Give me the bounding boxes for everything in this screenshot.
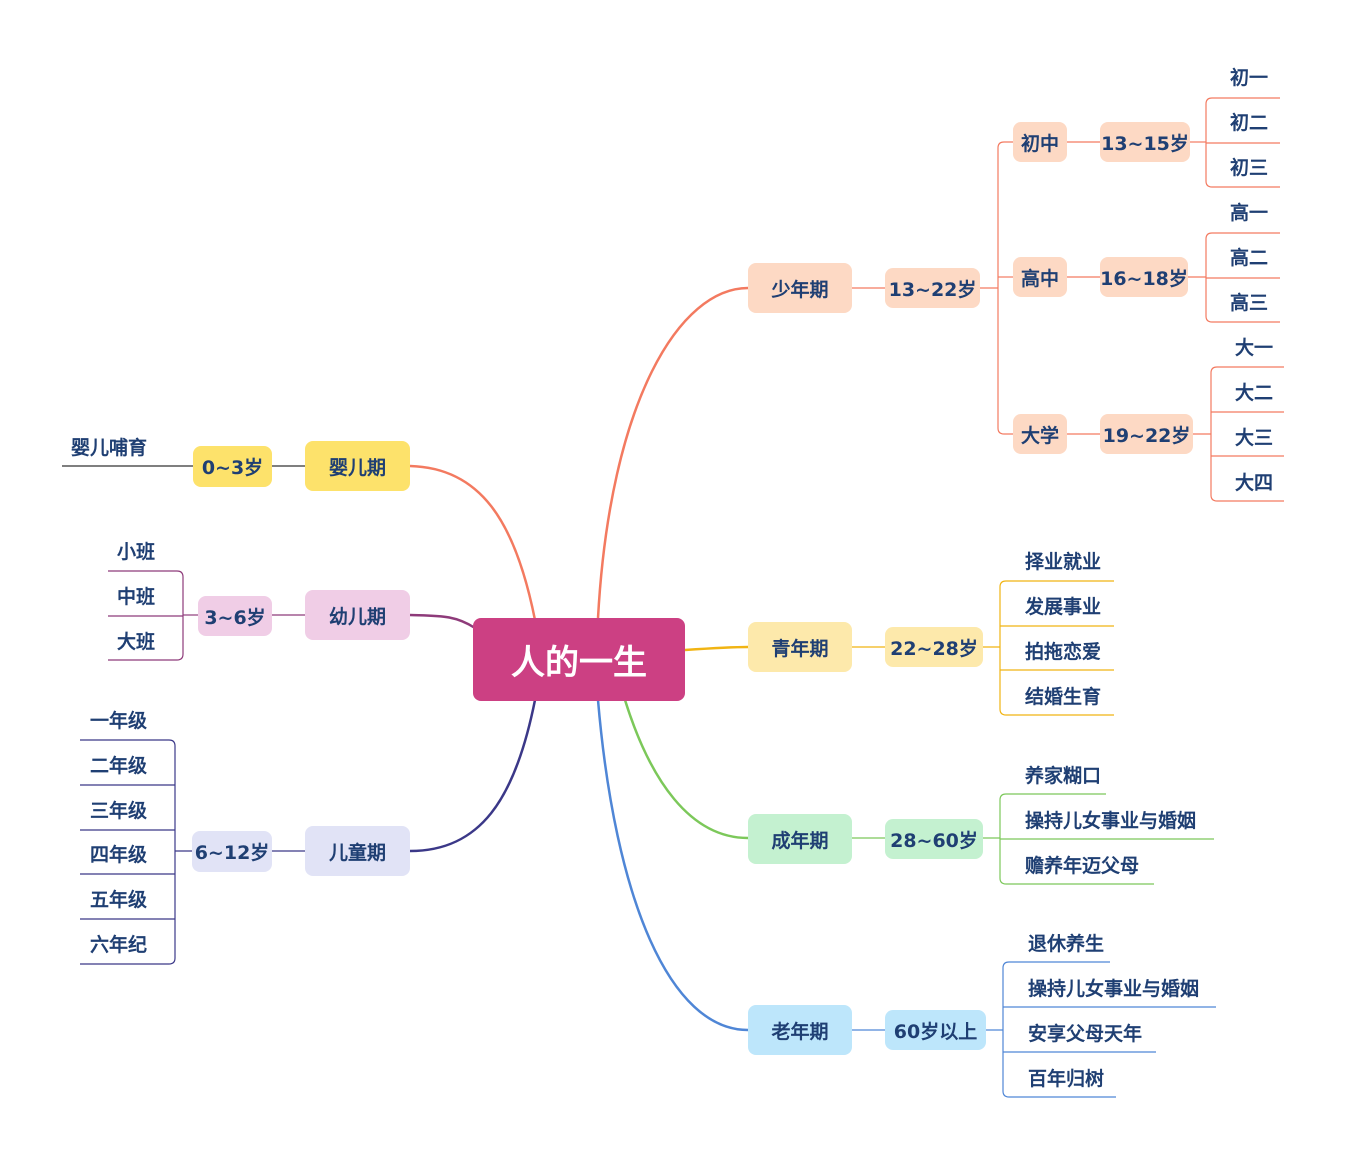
school-middle[interactable]: 初中	[1013, 122, 1067, 162]
age-university[interactable]: 19~22岁	[1100, 414, 1193, 454]
item-toddler-2[interactable]: 大班	[117, 631, 156, 653]
line-root-adult	[623, 699, 749, 840]
item-toddler-1[interactable]: 中班	[117, 586, 156, 608]
branch-infant[interactable]: 婴儿期	[305, 441, 410, 491]
item-child-3[interactable]: 四年级	[90, 844, 148, 866]
item-child-5[interactable]: 六年纪	[90, 934, 148, 956]
branch-child[interactable]: 儿童期	[305, 826, 410, 876]
item-toddler-0[interactable]: 小班	[117, 541, 156, 563]
line-root-elder	[596, 699, 749, 1032]
item-university-1[interactable]: 大二	[1235, 382, 1274, 404]
line-root-child	[409, 699, 537, 853]
age-elder[interactable]: 60岁以上	[885, 1010, 986, 1050]
item-middle-0[interactable]: 初一	[1230, 67, 1269, 89]
item-child-4[interactable]: 五年级	[90, 889, 148, 911]
age-infant[interactable]: 0~3岁	[193, 446, 272, 487]
age-high[interactable]: 16~18岁	[1100, 257, 1188, 297]
branch-youth[interactable]: 青年期	[748, 622, 852, 672]
line-root-youth	[684, 645, 749, 652]
item-university-2[interactable]: 大三	[1235, 427, 1274, 449]
age-toddler[interactable]: 3~6岁	[198, 596, 272, 636]
school-high[interactable]: 高中	[1013, 257, 1067, 297]
item-high-1[interactable]: 高二	[1230, 247, 1269, 269]
item-infant-0[interactable]: 婴儿哺育	[71, 437, 148, 459]
item-youth-0[interactable]: 择业就业	[1025, 551, 1102, 573]
branch-elder[interactable]: 老年期	[748, 1005, 852, 1055]
item-middle-2[interactable]: 初三	[1230, 157, 1269, 179]
age-teen[interactable]: 13~22岁	[885, 268, 980, 308]
item-youth-2[interactable]: 拍拖恋爱	[1025, 641, 1102, 663]
item-middle-1[interactable]: 初二	[1230, 112, 1269, 134]
item-child-0[interactable]: 一年级	[90, 710, 148, 732]
line-root-teen	[596, 286, 749, 619]
item-university-0[interactable]: 大一	[1235, 337, 1274, 359]
item-child-2[interactable]: 三年级	[90, 800, 148, 822]
age-youth[interactable]: 22~28岁	[885, 627, 983, 667]
age-child[interactable]: 6~12岁	[192, 831, 272, 872]
item-elder-1[interactable]: 操持儿女事业与婚姻	[1028, 978, 1200, 1000]
school-university[interactable]: 大学	[1013, 414, 1067, 454]
age-adult[interactable]: 28~60岁	[885, 819, 983, 859]
item-youth-3[interactable]: 结婚生育	[1025, 686, 1102, 708]
item-high-0[interactable]: 高一	[1230, 202, 1269, 224]
item-university-3[interactable]: 大四	[1235, 472, 1274, 494]
item-adult-0[interactable]: 养家糊口	[1025, 765, 1102, 787]
item-adult-1[interactable]: 操持儿女事业与婚姻	[1025, 810, 1197, 832]
branch-teen[interactable]: 少年期	[748, 263, 852, 313]
line-root-toddler	[409, 613, 476, 630]
branch-toddler[interactable]: 幼儿期	[305, 590, 410, 640]
age-middle[interactable]: 13~15岁	[1100, 122, 1190, 162]
branch-adult[interactable]: 成年期	[748, 814, 852, 864]
item-elder-3[interactable]: 百年归树	[1028, 1068, 1105, 1090]
item-adult-2[interactable]: 赡养年迈父母	[1025, 855, 1140, 877]
item-elder-0[interactable]: 退休养生	[1028, 933, 1105, 955]
item-child-1[interactable]: 二年级	[90, 755, 148, 777]
item-youth-1[interactable]: 发展事业	[1025, 596, 1102, 618]
line-root-infant	[409, 464, 537, 621]
item-high-2[interactable]: 高三	[1230, 292, 1269, 314]
root-node[interactable]: 人的一生	[473, 618, 685, 701]
item-elder-2[interactable]: 安享父母天年	[1028, 1023, 1143, 1045]
